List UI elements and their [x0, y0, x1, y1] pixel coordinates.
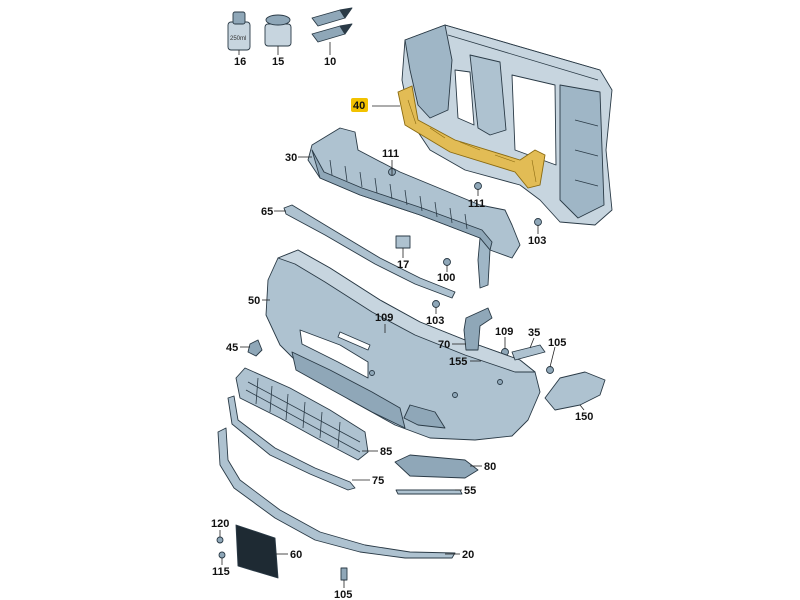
tube-icon: [264, 23, 292, 47]
part-55-strip: [395, 489, 463, 495]
carrier-left-post: [404, 24, 453, 119]
tube-top: [265, 14, 291, 26]
label-16: 16: [234, 56, 246, 68]
part-80-cover: [394, 454, 479, 479]
part-60-plate-bracket: [235, 524, 279, 579]
part-65-strip: [283, 204, 456, 299]
part-45-clip: [247, 339, 263, 357]
carrier-opening: [454, 69, 475, 126]
label-30: 30: [285, 152, 297, 164]
part-labels: 16 15 10 40 30 111 111 65 103 17 100 50 …: [211, 56, 593, 600]
label-45: 45: [226, 342, 238, 354]
leader-150: [579, 404, 585, 411]
bracket-40-rib: [407, 99, 537, 183]
park-sensor-3: [497, 379, 503, 385]
bumper-plate-recess: [337, 331, 371, 351]
label-75: 75: [372, 475, 384, 487]
part-15-tube: [264, 14, 292, 47]
label-40-highlight: [351, 98, 368, 112]
label-65: 65: [261, 206, 273, 218]
label-109a: 109: [375, 312, 393, 324]
label-100: 100: [437, 272, 455, 284]
park-sensor-1: [369, 370, 375, 376]
label-103a: 103: [528, 235, 546, 247]
label-80: 80: [484, 461, 496, 473]
pen-tip: [339, 7, 353, 35]
bolt-103a: [534, 218, 542, 226]
part-30-impact-bar: [307, 127, 521, 289]
bumper-cover-top: [277, 249, 536, 373]
bumper-upper-grille-opening: [299, 329, 369, 379]
bolt-111b: [474, 182, 482, 190]
grille-85-frame: [235, 367, 369, 461]
screw-115: [218, 551, 226, 559]
label-40: 40: [353, 100, 365, 112]
bracket-40-body: [397, 85, 546, 189]
leader-105a: [549, 346, 556, 368]
leader-35: [529, 337, 535, 349]
label-150: 150: [575, 411, 593, 423]
park-sensor-2: [452, 392, 458, 398]
impact-bar-ribs: [329, 159, 468, 230]
label-105b: 105: [334, 589, 352, 600]
label-115: 115: [212, 566, 230, 578]
part-50-bumper-cover: [265, 249, 541, 441]
bumper-fog-opening: [403, 404, 446, 429]
impact-bar-front: [311, 149, 493, 251]
part-40-bracket: [397, 85, 546, 189]
label-50: 50: [248, 295, 260, 307]
bolt-105a: [546, 366, 554, 374]
bolt-103b: [432, 300, 440, 308]
front-end-carrier: [401, 24, 613, 226]
label-60: 60: [290, 549, 302, 561]
part-17-clip: [395, 235, 411, 249]
bottle-cap: [232, 11, 246, 25]
label-85: 85: [380, 446, 392, 458]
label-70: 70: [438, 339, 450, 351]
part-85-grille: [235, 367, 369, 461]
grille-85-slats: [245, 377, 361, 453]
carrier-detail-1: [574, 119, 599, 187]
carrier-top-rail-inner: [447, 34, 599, 81]
label-155: 155: [449, 356, 467, 368]
label-20: 20: [462, 549, 474, 561]
bolt-100: [443, 258, 451, 266]
label-103b: 103: [426, 315, 444, 327]
part-20-spoiler: [217, 427, 456, 559]
part-16-bottle: 250ml: [227, 11, 251, 51]
strip-65-body: [283, 204, 456, 299]
label-10: 10: [324, 56, 336, 68]
label-15: 15: [272, 56, 284, 68]
plate-bracket-body: [235, 524, 279, 579]
label-111a: 111: [382, 148, 399, 160]
impact-bar-right-mount: [477, 237, 491, 289]
part-70-bracket: [463, 307, 493, 351]
carrier-center-post: [469, 54, 507, 136]
label-17: 17: [397, 259, 409, 271]
screw-120: [216, 536, 224, 544]
part-10-pens: [311, 7, 353, 43]
label-55: 55: [464, 485, 476, 497]
bottle-text: 250ml: [230, 36, 246, 42]
part-75-trim: [227, 395, 356, 491]
part-150-cover: [544, 371, 606, 411]
label-35: 35: [528, 327, 540, 339]
label-109b: 109: [495, 326, 513, 338]
label-105a: 105: [548, 337, 566, 349]
label-111b: 111: [468, 198, 485, 210]
bumper-lower-opening: [291, 351, 406, 429]
label-120: 120: [211, 518, 229, 530]
carrier-opening-right: [511, 74, 557, 166]
part-35-guide: [511, 344, 546, 361]
leader-lines: [219, 42, 585, 588]
carrier-top-rail: [444, 24, 601, 71]
screw-105b: [340, 567, 348, 581]
